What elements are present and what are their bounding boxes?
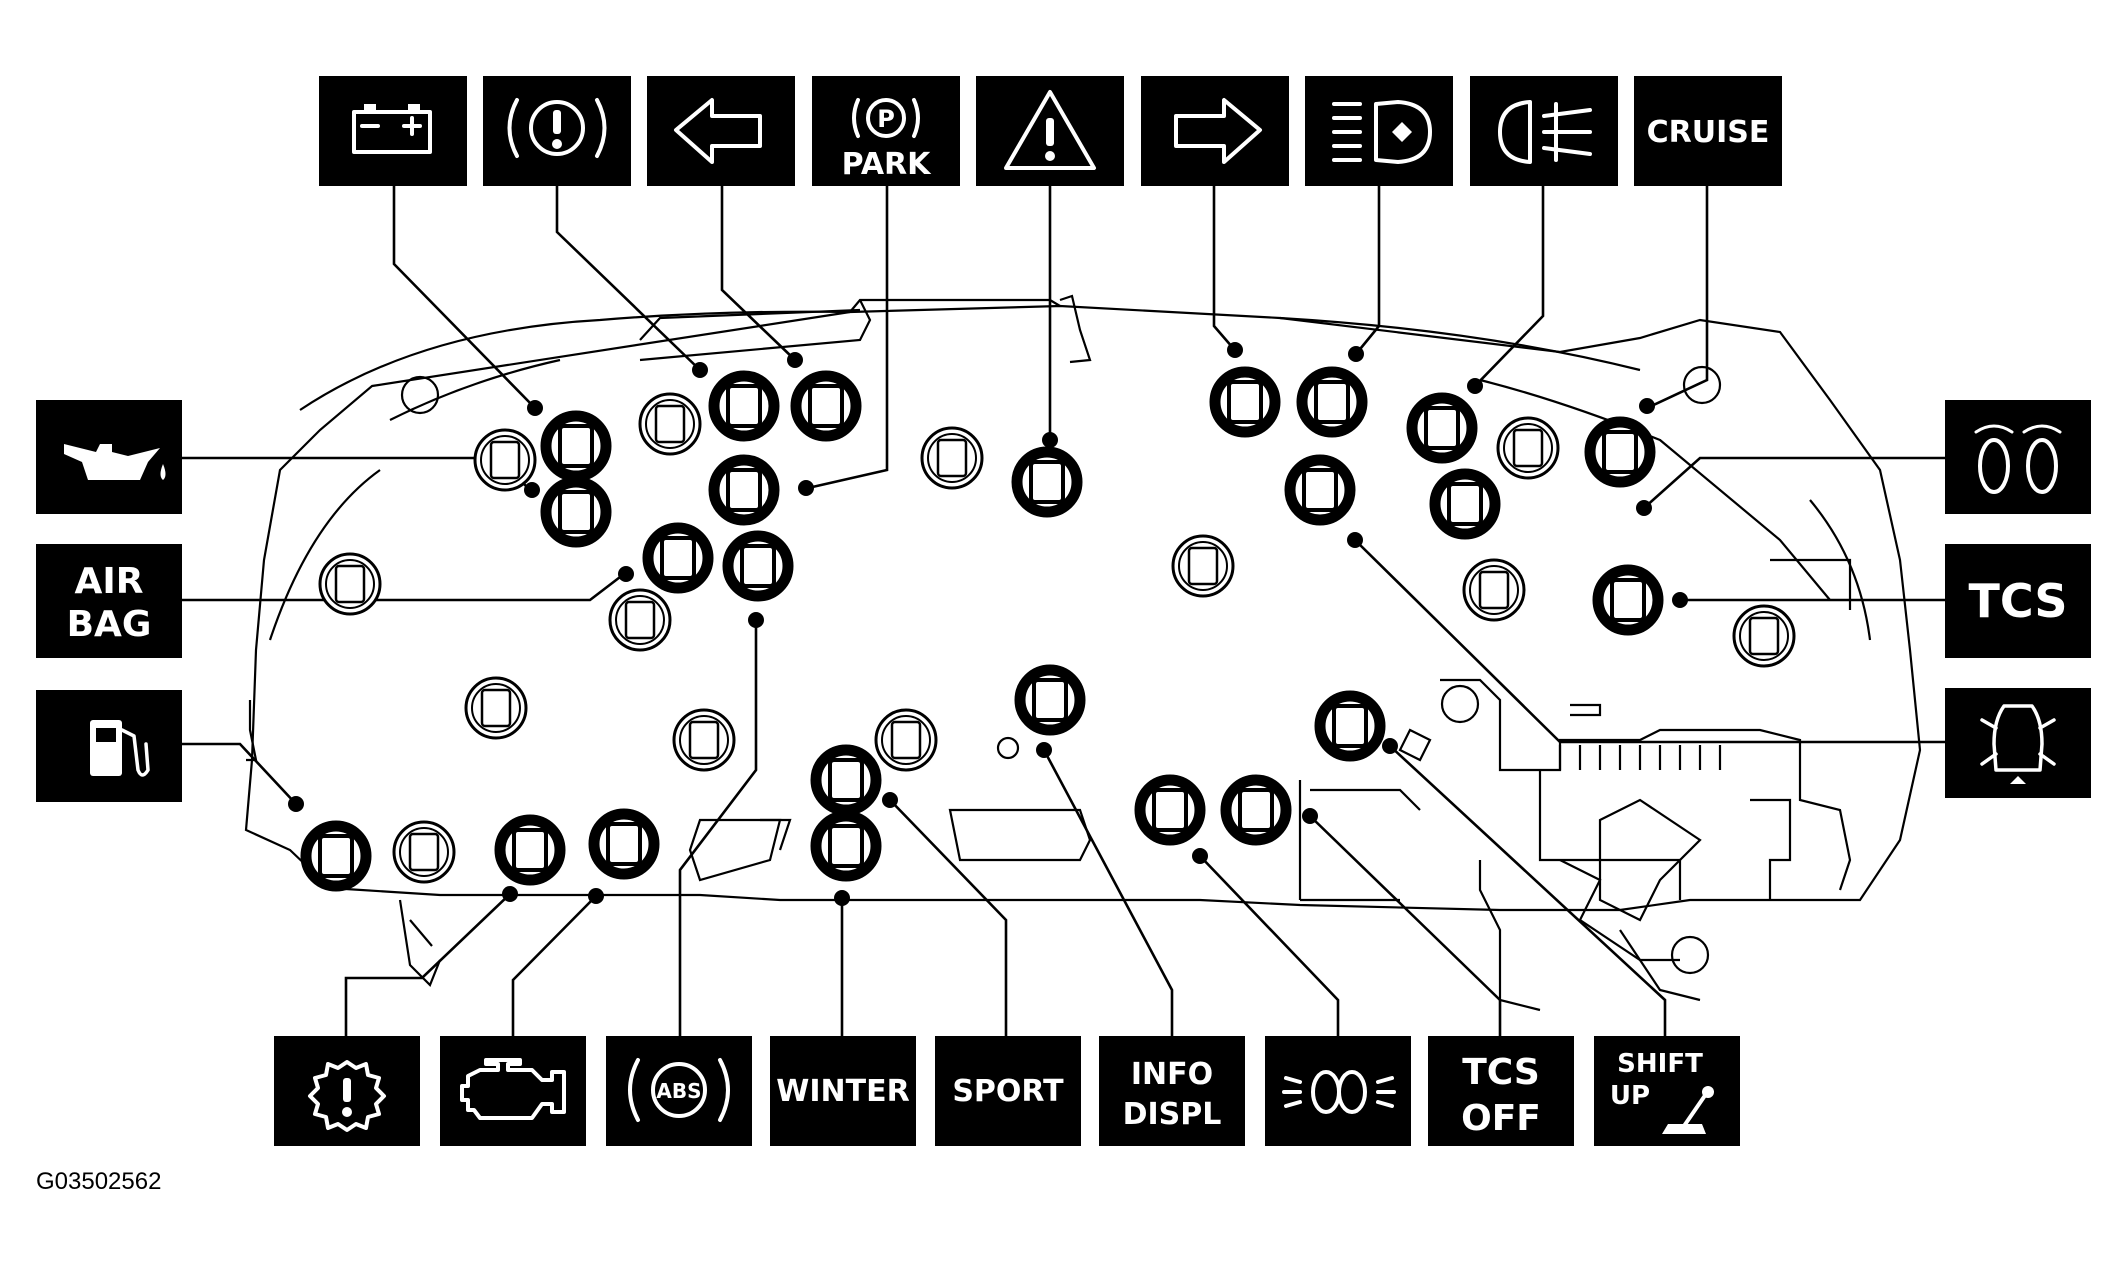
high-beam-icon <box>1332 100 1432 164</box>
lamp-socket <box>638 392 702 456</box>
info-display-label-line2: DISPL <box>1123 1097 1222 1132</box>
lamp-socket <box>672 708 736 772</box>
winter-label: WINTER <box>776 1074 909 1109</box>
lamp-socket <box>1598 570 1658 630</box>
tcs-off-label-line2: OFF <box>1461 1098 1541 1139</box>
figure-code: G03502562 <box>36 1168 162 1195</box>
lamp-socket <box>392 820 456 884</box>
tire-pressure-icon <box>1974 424 2062 494</box>
lamp-socket <box>464 676 528 740</box>
lamp-socket <box>318 552 382 616</box>
check-engine-indicator <box>440 1036 586 1146</box>
lamp-socket <box>306 826 366 886</box>
lamp-socket <box>1412 398 1472 458</box>
rear-fog-indicator <box>1470 76 1618 186</box>
brake-warning-icon <box>507 98 607 158</box>
lamp-socket <box>608 588 672 652</box>
lamp-socket <box>816 816 876 876</box>
parking-lights-indicator <box>1265 1036 1411 1146</box>
battery-icon <box>352 104 432 154</box>
left-turn-indicator <box>647 76 795 186</box>
lamp-socket <box>648 528 708 588</box>
oil-pressure-icon <box>64 444 166 480</box>
lamp-socket <box>594 814 654 874</box>
lamp-socket <box>1732 604 1796 668</box>
lamp-socket <box>1496 416 1560 480</box>
tire-pressure-indicator <box>1945 400 2091 514</box>
svg-text:P: P <box>877 105 895 133</box>
sport-indicator: SPORT <box>935 1036 1081 1146</box>
brake-warning-indicator <box>483 76 631 186</box>
shift-lever-icon <box>1662 1086 1714 1134</box>
check-engine-icon <box>460 1058 566 1120</box>
battery-warning-indicator <box>319 76 467 186</box>
door-ajar-indicator <box>1945 688 2091 798</box>
lamp-socket <box>1020 670 1080 730</box>
tcs-label: TCS <box>1968 574 2067 628</box>
lamp-socket <box>796 376 856 436</box>
sport-label: SPORT <box>952 1074 1064 1109</box>
fuel-pump-icon <box>90 720 150 777</box>
hazard-warning-indicator <box>976 76 1124 186</box>
tcs-indicator: TCS <box>1945 544 2091 658</box>
shift-up-label-line2: UP <box>1610 1081 1650 1111</box>
tcs-off-indicator: TCS OFF <box>1428 1036 1574 1146</box>
shift-up-label-line1: SHIFT <box>1617 1049 1703 1079</box>
lamp-socket <box>874 708 938 772</box>
lamp-socket <box>546 482 606 542</box>
fuel-indicator <box>36 690 182 802</box>
winter-indicator: WINTER <box>770 1036 916 1146</box>
rear-fog-light-icon <box>1498 100 1592 164</box>
right-turn-arrow-icon <box>1174 98 1262 164</box>
lamp-socket <box>546 416 606 476</box>
lamp-socket <box>1171 534 1235 598</box>
abs-icon: ABS <box>628 1058 730 1122</box>
lamp-socket <box>1435 474 1495 534</box>
abs-label: ABS <box>656 1079 701 1103</box>
lamp-socket <box>920 426 984 490</box>
leader-end-dots <box>288 342 1688 906</box>
hazard-warning-icon <box>1004 90 1096 170</box>
lamp-socket <box>816 750 876 810</box>
shift-up-indicator: SHIFT UP <box>1594 1036 1740 1146</box>
abs-indicator: ABS <box>606 1036 752 1146</box>
lamp-socket <box>1320 696 1380 756</box>
lamp-socket <box>500 820 560 880</box>
lamp-socket <box>1140 780 1200 840</box>
park-brake-indicator: P PARK <box>812 76 960 186</box>
air-bag-label-line1: AIR <box>75 561 144 602</box>
info-display-label-line1: INFO <box>1131 1057 1213 1092</box>
lamp-socket <box>1290 460 1350 520</box>
parking-lights-icon <box>1282 1070 1396 1114</box>
transmission-warning-indicator <box>274 1036 420 1146</box>
cruise-indicator: CRUISE <box>1634 76 1782 186</box>
leader-lines <box>182 186 1945 1036</box>
info-display-indicator: INFO DISPL <box>1099 1036 1245 1146</box>
lamp-socket <box>1462 558 1526 622</box>
park-brake-icon: P <box>852 98 920 138</box>
lamp-socket <box>714 376 774 436</box>
park-label: PARK <box>842 147 933 182</box>
oil-pressure-indicator <box>36 400 182 514</box>
lamp-socket <box>1302 372 1362 432</box>
lamp-socket <box>1017 452 1077 512</box>
tcs-off-label-line1: TCS <box>1462 1052 1540 1093</box>
air-bag-label-line2: BAG <box>67 604 152 645</box>
lamp-socket <box>728 536 788 596</box>
lamp-socket <box>473 428 537 492</box>
lamp-socket <box>1215 372 1275 432</box>
high-beam-indicator <box>1305 76 1453 186</box>
lamp-socket <box>1226 780 1286 840</box>
door-ajar-icon <box>1980 704 2056 784</box>
right-turn-indicator <box>1141 76 1289 186</box>
lamp-socket <box>714 460 774 520</box>
air-bag-indicator: AIR BAG <box>36 544 182 658</box>
cruise-label: CRUISE <box>1647 115 1770 150</box>
left-turn-arrow-icon <box>674 98 762 164</box>
transmission-warning-icon <box>308 1060 386 1132</box>
cluster-housing-outline <box>244 294 1922 1012</box>
lamp-socket <box>1590 422 1650 482</box>
